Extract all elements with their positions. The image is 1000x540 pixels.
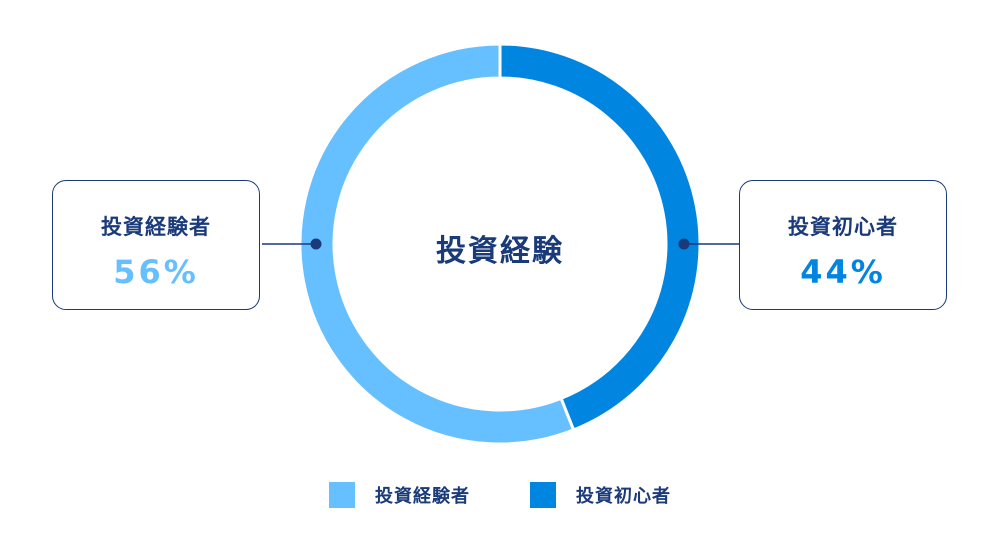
callout-beginner-value: 44%	[800, 253, 886, 291]
slice-beginner	[498, 42, 702, 432]
callout-experienced-label: 投資経験者	[101, 215, 211, 239]
callout-experienced-value: 56%	[113, 253, 199, 291]
donut-slices	[298, 42, 702, 446]
callout-connectors	[262, 238, 739, 250]
callout-beginner: 投資初心者 44%	[739, 180, 947, 310]
legend-label-experienced: 投資経験者	[375, 486, 470, 507]
legend-swatch-beginner	[530, 482, 556, 508]
legend-swatch-experienced	[329, 482, 355, 508]
callout-experienced: 投資経験者 56%	[52, 180, 260, 310]
chart-title: 投資経験	[436, 234, 564, 269]
legend-item-experienced: 投資経験者	[329, 482, 470, 508]
connector-dot-beginner	[678, 238, 690, 250]
legend-item-beginner: 投資初心者	[530, 482, 671, 508]
connector-dot-experienced	[310, 238, 322, 250]
legend: 投資経験者 投資初心者	[0, 482, 1000, 508]
slice-experienced	[298, 42, 576, 446]
legend-label-beginner: 投資初心者	[576, 486, 671, 507]
callout-beginner-label: 投資初心者	[788, 215, 898, 239]
